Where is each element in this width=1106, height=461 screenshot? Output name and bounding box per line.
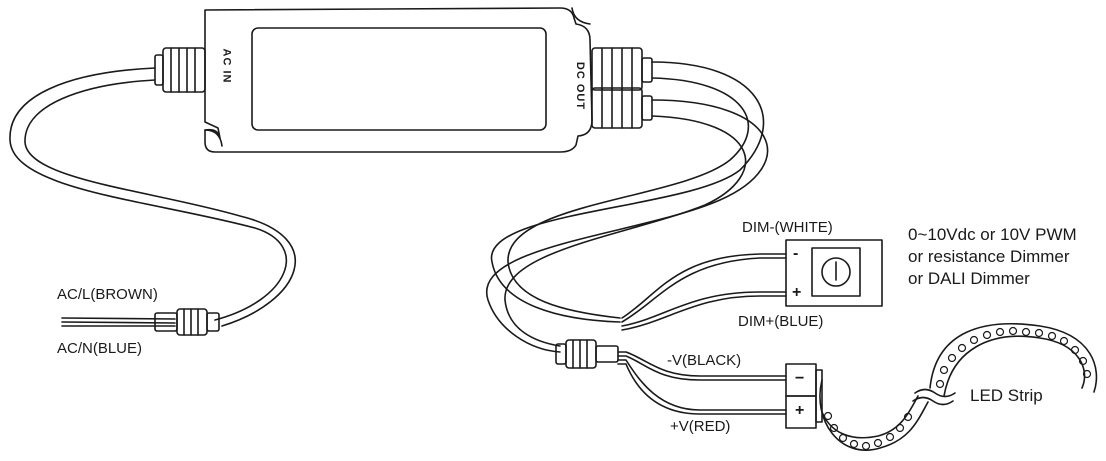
dimmer-description: 0~10Vdc or 10V PWM or resistance Dimmer …	[908, 224, 1077, 290]
output-cable	[485, 99, 769, 353]
dimmer-leads	[621, 253, 787, 331]
ac-input-cable	[9, 67, 297, 327]
dim-plus-label: DIM+(BLUE)	[738, 313, 824, 330]
dimmer-description-line-2: or resistance Dimmer	[908, 247, 1070, 266]
driver-body	[204, 7, 593, 153]
dimmer-cable	[491, 61, 765, 323]
ac-in-port-label: AC IN	[220, 48, 233, 84]
output-inline-connector	[555, 339, 619, 369]
dimmer-description-line-3: or DALI Dimmer	[908, 269, 1030, 288]
dimmer-box	[785, 239, 883, 307]
output-leads	[617, 351, 787, 415]
led-strip-label: LED Strip	[970, 386, 1043, 405]
output-positive-label: +V(RED)	[670, 418, 731, 435]
terminal-plus-sign: +	[795, 402, 805, 419]
dimmer-minus-sign: -	[793, 245, 799, 262]
terminal-minus-sign: −	[795, 370, 805, 387]
led-dots	[823, 326, 1092, 451]
ac-live-label: AC/L(BROWN)	[57, 286, 158, 303]
dc-strain-relief	[591, 47, 653, 129]
ac-neutral-label: AC/N(BLUE)	[57, 340, 143, 357]
dimmer-plus-sign: +	[792, 284, 802, 301]
ac-strain-relief	[154, 47, 206, 93]
output-negative-label: -V(BLACK)	[667, 352, 742, 369]
led-strip-body	[819, 323, 1098, 451]
dimmer-description-line-1: 0~10Vdc or 10V PWM	[908, 225, 1077, 244]
dim-minus-label: DIM-(WHITE)	[742, 219, 833, 236]
output-terminal-block	[785, 363, 823, 429]
dc-out-port-label: DC OUT	[574, 61, 587, 111]
ac-inline-connector	[154, 308, 220, 336]
ac-flying-leads	[61, 317, 176, 327]
